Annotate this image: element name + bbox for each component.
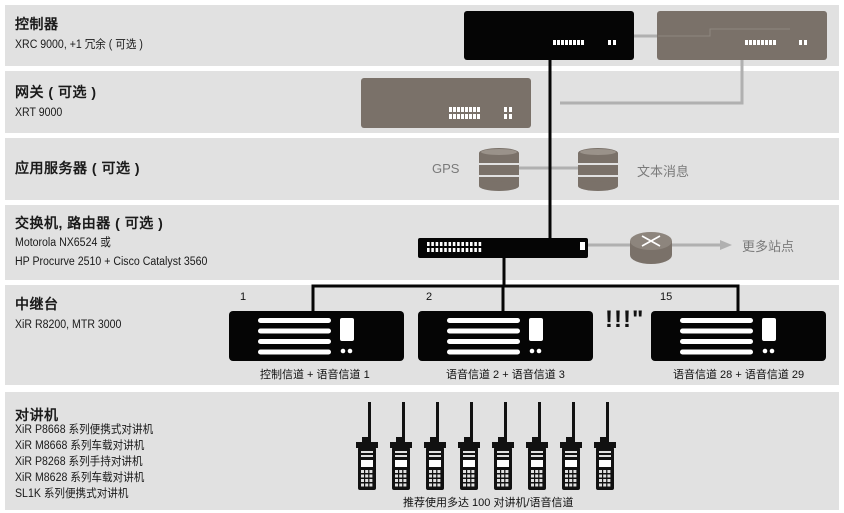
repeater-device <box>651 311 826 361</box>
repeater-caption: 语音信道 2 + 语音信道 3 <box>446 369 565 381</box>
row-title: 交换机, 路由器 ( 可选 ) <box>15 215 164 231</box>
radio-handset-icon <box>492 402 514 490</box>
grey-links <box>518 34 744 247</box>
row-title: 中继台 <box>15 296 59 312</box>
text-messaging-label: 文本消息 <box>637 164 690 179</box>
database-icon <box>479 148 519 191</box>
row-subtitle: XiR P8268 系列手持对讲机 <box>15 456 143 468</box>
row-subtitle: XRC 9000, +1 冗余 ( 可选 ) <box>15 39 143 51</box>
port-icons <box>449 107 512 119</box>
row-subtitle: XRT 9000 <box>15 107 63 119</box>
row-radios: 对讲机 XiR P8668 系列便携式对讲机 XiR M8668 系列车载对讲机… <box>5 392 839 510</box>
port-icons <box>427 242 482 252</box>
row-subtitle: HP Procurve 2510 + Cisco Catalyst 3560 <box>15 256 208 268</box>
port-icons <box>745 40 807 45</box>
radio-handset-icon <box>356 402 378 490</box>
radios-caption: 推荐使用多达 100 对讲机/语音信道 <box>403 497 574 509</box>
row-subtitle: Motorola NX6524 或 <box>15 237 111 249</box>
row-subtitle: XiR M8668 系列车载对讲机 <box>15 440 145 452</box>
ellipsis-glyph: !!!" <box>605 306 645 333</box>
gps-label: GPS <box>432 161 460 176</box>
repeater-number: 2 <box>426 291 433 303</box>
radio-handset-icon <box>594 402 616 490</box>
radio-handset-icon <box>526 402 548 490</box>
row-title: 控制器 <box>15 16 59 32</box>
row-title: 网关 ( 可选 ) <box>15 84 97 100</box>
black-links <box>311 58 740 312</box>
radio-handset-icon <box>390 402 412 490</box>
radio-handset-icon <box>560 402 582 490</box>
row-app-servers: 应用服务器 ( 可选 ) <box>5 138 839 200</box>
row-title: 应用服务器 ( 可选 ) <box>15 160 140 176</box>
repeater-bus <box>311 284 740 312</box>
controller-redundant <box>657 11 827 60</box>
repeater-caption: 控制信道 + 语音信道 1 <box>260 369 370 381</box>
repeater-number: 15 <box>660 291 673 303</box>
row-subtitle: SL1K 系列便携式对讲机 <box>15 488 129 500</box>
row-subtitle: XiR M8628 系列车载对讲机 <box>15 472 145 484</box>
repeater-caption: 语音信道 28 + 语音信道 29 <box>673 369 805 381</box>
repeater-device <box>418 311 593 361</box>
router-icon <box>630 232 672 264</box>
row-subtitle: XiR R8200, MTR 3000 <box>15 319 122 331</box>
network-switch <box>418 238 588 258</box>
database-icon <box>578 148 618 191</box>
radio-handset-icon <box>424 402 446 490</box>
repeater-number: 1 <box>240 291 247 303</box>
radio-handset-icon <box>458 402 480 490</box>
repeater-device <box>229 311 404 361</box>
row-title: 对讲机 <box>15 407 59 423</box>
link-redundant-gateway <box>560 60 744 105</box>
row-subtitle: XiR P8668 系列便携式对讲机 <box>15 424 154 436</box>
controller-primary <box>464 11 634 60</box>
port-icons <box>553 40 616 45</box>
gateway-device <box>361 78 531 128</box>
arrow-head-icon <box>720 240 732 250</box>
more-sites-label: 更多站点 <box>742 239 795 254</box>
